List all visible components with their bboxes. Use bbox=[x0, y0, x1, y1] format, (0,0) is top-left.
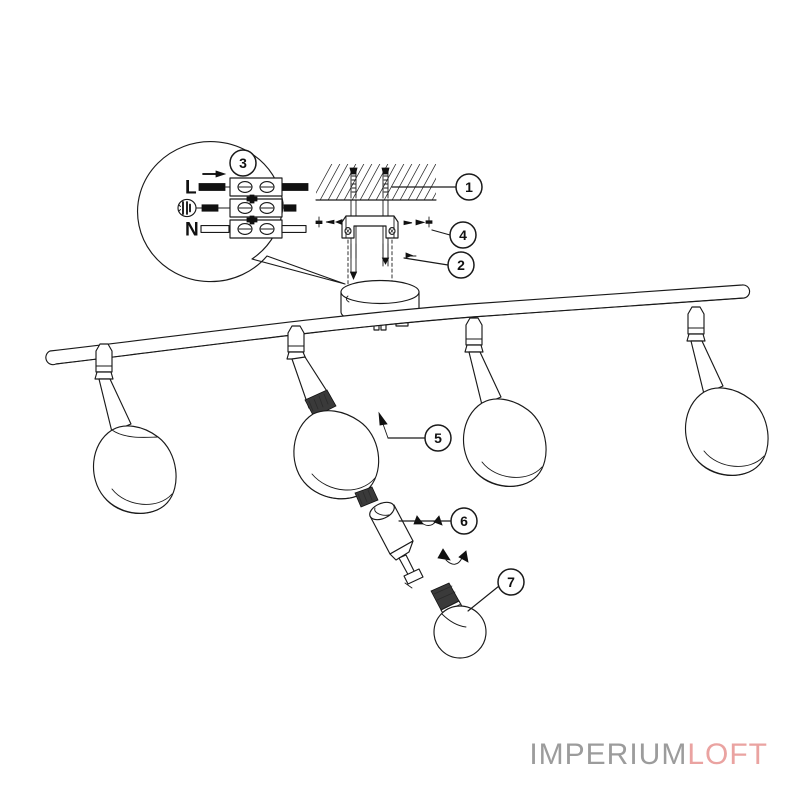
callout-5[interactable]: 5 bbox=[424, 424, 452, 452]
callout-1[interactable]: 1 bbox=[455, 173, 483, 201]
suspension-rods bbox=[350, 199, 389, 259]
callout-7[interactable]: 7 bbox=[497, 568, 525, 596]
terminal-label-neutral: N bbox=[185, 220, 199, 241]
wire-earth bbox=[177, 198, 297, 218]
terminal-block bbox=[229, 177, 283, 239]
callout-7-number: 7 bbox=[507, 574, 515, 590]
mounting-bracket bbox=[341, 215, 399, 239]
assembly-arrow-bulb bbox=[437, 548, 469, 565]
callout-4[interactable]: 4 bbox=[449, 221, 477, 249]
callout-4-number: 4 bbox=[459, 227, 467, 243]
terminal-block-detail-balloon bbox=[137, 141, 346, 285]
brand-name-imperium: IMPERIUM bbox=[529, 738, 688, 771]
lamp-holder bbox=[369, 501, 424, 589]
terminal-label-live: L bbox=[185, 178, 197, 199]
light-bulb bbox=[430, 582, 487, 659]
bracket-screw-right bbox=[403, 216, 433, 228]
callout-2[interactable]: 2 bbox=[447, 251, 475, 279]
lamp-1 bbox=[92, 343, 177, 514]
callout-3[interactable]: 3 bbox=[229, 149, 257, 177]
ceiling-wall-plug-left bbox=[349, 167, 358, 199]
ceiling-hatching bbox=[315, 164, 437, 201]
callout-2-number: 2 bbox=[457, 257, 465, 273]
callout-6-number: 6 bbox=[460, 513, 468, 529]
ceiling-wall-plug-right bbox=[381, 167, 390, 199]
lamp-4 bbox=[684, 306, 769, 476]
wire-live: L bbox=[185, 178, 309, 199]
callout-leaders bbox=[378, 186, 500, 612]
callout-5-number: 5 bbox=[434, 430, 442, 446]
callout-6[interactable]: 6 bbox=[450, 507, 478, 535]
polarity-arrow-icon bbox=[202, 170, 227, 178]
bracket-screw-left bbox=[315, 216, 343, 228]
callout-3-number: 3 bbox=[239, 155, 247, 171]
assembly-guides bbox=[347, 239, 393, 285]
wire-neutral: N bbox=[185, 220, 307, 241]
earth-symbol-icon bbox=[177, 198, 197, 218]
rail-bar bbox=[45, 284, 751, 366]
wall-plug-drop bbox=[349, 243, 417, 280]
lamp-2 bbox=[286, 325, 380, 508]
brand-logo: IMPERIUMLOFT bbox=[529, 738, 768, 772]
lamp-3 bbox=[462, 317, 547, 487]
callout-1-number: 1 bbox=[465, 179, 473, 195]
brand-name-loft: LOFT bbox=[687, 738, 768, 771]
